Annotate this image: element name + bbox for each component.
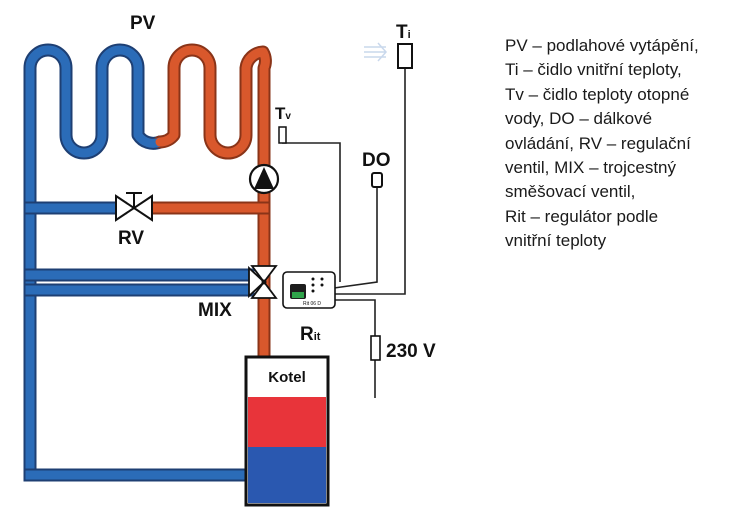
legend-line: vnitřní teploty (505, 231, 607, 251)
legend-line: PV – podlahové vytápění, (505, 36, 699, 55)
mix-label: MIX (198, 300, 232, 321)
legend-line: vody, DO – dálkové (505, 109, 653, 129)
boiler (244, 355, 330, 507)
control-wires (282, 66, 406, 398)
legend-line: ventil, MIX – trojcestný (505, 158, 677, 178)
legend-line: Tv – čidlo teploty otopné (505, 84, 690, 104)
indoor-temp-sensor (364, 42, 413, 69)
boiler-label: Kotel (268, 369, 306, 386)
regulating-valve (115, 192, 153, 222)
pv-label: PV (130, 13, 156, 34)
controller-rit: Rit 06 D (282, 271, 336, 309)
remote-control (371, 172, 383, 188)
fuse (370, 335, 381, 361)
circulation-pump (248, 163, 280, 195)
floor-heating-coil (23, 43, 272, 487)
legend-line: Rit – regulátor podle (505, 206, 659, 226)
rit-label: Rit (300, 324, 321, 345)
mixing-valve (248, 265, 278, 299)
do-label: DO (362, 150, 391, 171)
legend-line: ovládání, RV – regulační (505, 133, 691, 153)
voltage-label: 230 V (386, 341, 436, 362)
rv-label: RV (118, 228, 144, 249)
return-branches (23, 201, 271, 482)
legend-text: PV – podlahové vytápění, Ti – čidlo vnit… (505, 34, 733, 254)
tv-label: Tv (275, 104, 291, 123)
legend-line: Ti – čidlo vnitřní teploty, (505, 60, 682, 80)
ti-label: Ti (396, 22, 411, 43)
controller-label: Rit 06 D (303, 301, 321, 307)
water-temp-sensor (278, 126, 287, 144)
legend-line: směšovací ventil, (505, 182, 636, 202)
